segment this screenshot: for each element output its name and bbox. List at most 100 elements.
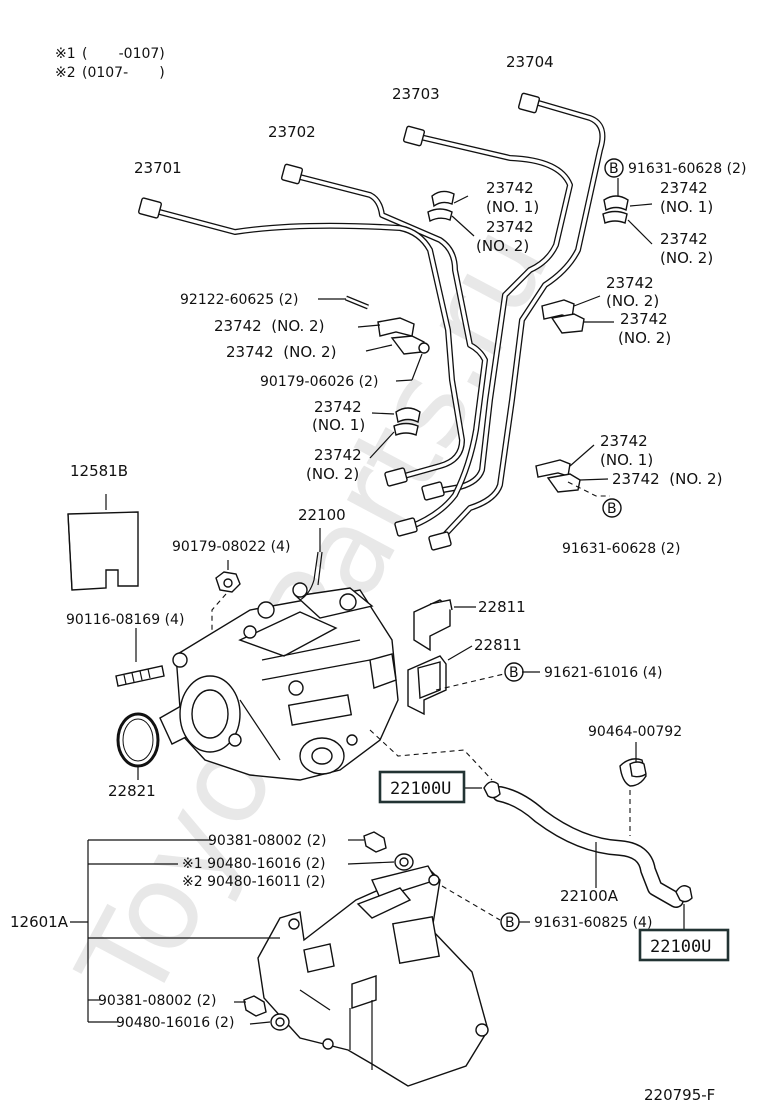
bracket-22811-lower <box>407 645 505 716</box>
stud-90116-08169 <box>115 628 165 687</box>
label-23742-no2-b-sub: (NO. 2) <box>660 249 713 267</box>
leader-tree-12601A <box>70 839 280 1023</box>
label-23742-no2-c: 23742 <box>606 274 654 292</box>
label-23742-no1-b: 23742 <box>660 179 708 197</box>
label-22100U-lower: 22100U <box>650 937 711 957</box>
label-23742-no2-g-sub: (NO. 2) <box>306 465 359 483</box>
clip-22100U-upper <box>369 729 501 799</box>
nut-90179-08022 <box>211 560 241 640</box>
note-2-text: (0107- ) <box>82 65 165 81</box>
pipe-nut-bottom-3 <box>394 517 418 537</box>
clip-22100U-lower <box>675 885 693 930</box>
label-23742-no2-a: 23742 <box>486 218 534 236</box>
label-23742-no1-g: 23742 <box>314 398 362 416</box>
label-23742-no2-g: 23742 <box>314 446 362 464</box>
label-23742-no2-d: 23742 <box>620 310 668 328</box>
label-23742-no1-h: 23742 <box>600 432 648 450</box>
nut-90179-06026 <box>418 342 430 354</box>
injection-pump-22100 <box>159 528 399 781</box>
b-marker-top: B <box>609 161 619 177</box>
figure-code: 220795-F <box>644 1086 715 1104</box>
label-90179-08022: 90179-08022 (4) <box>172 539 290 555</box>
label-23742-no1-g-sub: (NO. 1) <box>312 416 365 434</box>
label-23742-no2-e: 23742 (NO. 2) <box>214 317 324 335</box>
label-22811-lower: 22811 <box>474 636 522 654</box>
applicability-notes: ※1 ( -0107) ※2 (0107- ) <box>55 46 165 81</box>
bracket-12601A <box>257 865 501 1087</box>
clamp-no1-a <box>431 190 455 208</box>
label-23742-no1-a-sub: (NO. 1) <box>486 198 539 216</box>
label-23701: 23701 <box>134 159 182 177</box>
pipe-nut-bottom-2 <box>421 481 445 501</box>
pipe-nut-bottom-1 <box>384 467 408 487</box>
pipe-nut-23701 <box>138 197 162 219</box>
note-1-mark: ※1 <box>55 46 76 62</box>
collar-90480-16016-lower <box>249 1013 290 1031</box>
label-12601A: 12601A <box>10 913 69 931</box>
note-2-mark: ※2 <box>55 65 76 81</box>
b-marker-12601A: B <box>505 915 515 931</box>
clamp-no1-g <box>395 407 421 424</box>
label-90381-08002-upper: 90381-08002 (2) <box>208 833 326 849</box>
clamp-no1-b <box>603 195 629 212</box>
b-marker-22811: B <box>509 665 519 681</box>
label-23702: 23702 <box>268 123 316 141</box>
label-22811-upper: 22811 <box>478 598 526 616</box>
box-22100U-upper <box>378 770 466 804</box>
hose-22100A <box>492 786 684 908</box>
clamp-no2-h <box>546 473 581 493</box>
label-90179-06026: 90179-06026 (2) <box>260 374 378 390</box>
box-22100U-lower <box>638 928 730 962</box>
label-23742-no1-a: 23742 <box>486 179 534 197</box>
label-90464-00792: 90464-00792 <box>588 724 682 740</box>
part-labels: 23704 23703 23702 23701 91631-60628 (2) … <box>10 53 746 1104</box>
leaders-top <box>318 178 653 497</box>
label-91631-60628-mid: 91631-60628 (2) <box>562 541 680 557</box>
pipe-nut-23703 <box>402 125 426 147</box>
clamp-90464-00792 <box>619 742 647 836</box>
label-23742-no2-f: 23742 (NO. 2) <box>226 343 336 361</box>
pipe-nut-23704 <box>517 92 541 114</box>
injection-pipes <box>138 92 606 551</box>
bolt-90381-08002-upper <box>348 831 387 853</box>
label-23742-no1-b-sub: (NO. 1) <box>660 198 713 216</box>
label-91631-60825: 91631-60825 (4) <box>534 915 652 931</box>
pipe-nut-bottom-4 <box>428 531 452 551</box>
label-22100: 22100 <box>298 506 346 524</box>
clamp-no2-g <box>393 422 419 436</box>
label-23704: 23704 <box>506 53 554 71</box>
label-23742-no2-d-sub: (NO. 2) <box>618 329 671 347</box>
label-12581B: 12581B <box>70 462 128 480</box>
clamp-no2-d <box>550 313 585 334</box>
label-22100A: 22100A <box>560 887 619 905</box>
pipe-clamps <box>345 190 629 493</box>
clamp-no2-a <box>427 208 453 223</box>
label-22100U-upper: 22100U <box>390 779 451 799</box>
label-92122-60625: 92122-60625 (2) <box>180 292 298 308</box>
label-90116-08169: 90116-08169 (4) <box>66 612 184 628</box>
label-22821: 22821 <box>108 782 156 800</box>
label-90381-08002-lower: 90381-08002 (2) <box>98 993 216 1009</box>
label-23703: 23703 <box>392 85 440 103</box>
label-23742-no2-h: 23742 (NO. 2) <box>612 470 722 488</box>
label-91631-60628-top: 91631-60628 (2) <box>628 161 746 177</box>
plate-12581B <box>67 494 139 591</box>
note-1-text: ( -0107) <box>82 46 165 62</box>
label-23742-no1-h-sub: (NO. 1) <box>600 451 653 469</box>
bracket-22811-upper <box>413 599 476 652</box>
label-90480-16011: ※2 90480-16011 (2) <box>182 874 326 890</box>
label-23742-no2-c-sub: (NO. 2) <box>606 292 659 310</box>
label-23742-no2-b: 23742 <box>660 230 708 248</box>
bolt-90381-08002-lower <box>234 995 267 1017</box>
o-ring-22821 <box>116 712 160 780</box>
b-markers: B B B B <box>500 158 624 932</box>
clamp-no2-b <box>602 210 628 224</box>
bolt-92122-60625 <box>345 295 369 310</box>
collar-90480-16016-upper <box>347 853 414 871</box>
label-90480-16016-lower: 90480-16016 (2) <box>116 1015 234 1031</box>
b-marker-mid: B <box>607 501 617 517</box>
label-23742-no2-a-sub: (NO. 2) <box>476 237 529 255</box>
label-91621-61016: 91621-61016 (4) <box>544 665 662 681</box>
pipe-nut-23702 <box>280 163 304 185</box>
